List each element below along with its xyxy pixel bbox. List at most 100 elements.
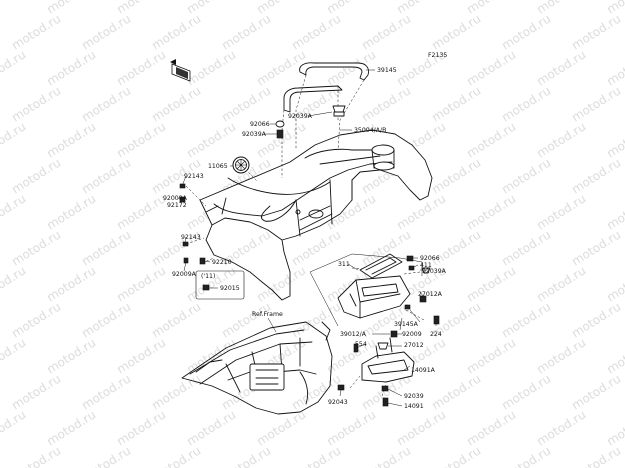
- ref-frame-label: Ref.Frame: [252, 311, 283, 318]
- watermark-text: motod.ru: [429, 83, 483, 124]
- watermark-text: motod.ru: [184, 407, 238, 448]
- watermark-text: motod.ru: [114, 407, 168, 448]
- label-92066-right: 92066: [420, 255, 440, 262]
- watermark-text: motod.ru: [464, 47, 518, 88]
- watermark-text: motod.ru: [79, 11, 133, 52]
- label-92143-top: 92143: [184, 173, 204, 180]
- watermark-text: motod.ru: [219, 83, 273, 124]
- label-27012: 27012: [404, 342, 424, 349]
- label-92009: 92009: [402, 331, 422, 338]
- watermark-text: motod.ru: [0, 263, 28, 304]
- watermark-text: motod.ru: [9, 11, 63, 52]
- watermark-text: motod.ru: [604, 263, 625, 304]
- watermark-text: motod.ru: [464, 407, 518, 448]
- watermark-text: motod.ru: [114, 263, 168, 304]
- watermark-text: motod.ru: [569, 227, 623, 268]
- watermark-text: motod.ru: [534, 263, 588, 304]
- label-92039a-top: 92039A: [288, 113, 313, 120]
- part-labels: 39145 92066 92039A 92039A 35004/A/B 1106…: [163, 67, 447, 410]
- watermark-text: motod.ru: [44, 191, 98, 232]
- label-92009a-bot: 92009A: [172, 271, 197, 278]
- lower-bracket: [361, 337, 415, 383]
- label-39145: 39145: [377, 67, 397, 74]
- watermark-text: motod.ru: [0, 119, 28, 160]
- watermark-text: motod.ru: [604, 335, 625, 376]
- label-92039: 92039: [404, 393, 424, 400]
- label-39012: 39012/A: [340, 331, 367, 338]
- watermark-text: motod.ru: [534, 119, 588, 160]
- watermark-text: motod.ru: [149, 11, 203, 52]
- watermark-text: motod.ru: [534, 335, 588, 376]
- front-direction-icon: [170, 59, 191, 82]
- watermark-text: motod.ru: [9, 443, 63, 468]
- label-92009a-top: 92009A: [163, 195, 188, 202]
- ref-frame-leader: [267, 317, 277, 333]
- watermark-text: motod.ru: [184, 335, 238, 376]
- watermark-text: motod.ru: [604, 119, 625, 160]
- watermark-text: motod.ru: [429, 155, 483, 196]
- watermark-text: motod.ru: [604, 47, 625, 88]
- watermark-text: motod.ru: [149, 299, 203, 340]
- diagram-code: F2135: [428, 52, 447, 59]
- watermark-text: motod.ru: [534, 407, 588, 448]
- label-411: 411: [420, 262, 432, 269]
- watermark-text: motod.ru: [114, 47, 168, 88]
- reference-frame: [181, 321, 333, 415]
- label-92043: 92043: [328, 399, 348, 406]
- watermark-text: motod.ru: [9, 371, 63, 412]
- watermark-text: motod.ru: [44, 263, 98, 304]
- leader-lines: [177, 69, 437, 407]
- watermark-text: motod.ru: [569, 299, 623, 340]
- watermark-text: motod.ru: [499, 371, 553, 412]
- label-27012a: 27012A: [418, 291, 443, 298]
- watermark-text: motod.ru: [464, 119, 518, 160]
- callout-outline: [309, 253, 423, 331]
- label-11065: 11065: [208, 163, 228, 170]
- rear-handle-rail: [283, 62, 369, 113]
- watermark-text: motod.ru: [534, 191, 588, 232]
- watermark-text: motod.ru: [569, 83, 623, 124]
- watermark-text: motod.ru: [499, 11, 553, 52]
- watermark-text: motod.ru: [604, 191, 625, 232]
- watermark-text: motod.ru: [569, 371, 623, 412]
- watermark-text: motod.ru: [79, 83, 133, 124]
- watermark-text: motod.ru: [0, 335, 28, 376]
- watermark-text: motod.ru: [219, 11, 273, 52]
- label-92172: 92172: [167, 202, 187, 209]
- watermark-text: motod.ru: [289, 11, 343, 52]
- label-224: 224: [430, 331, 442, 338]
- watermark-text: motod.ru: [289, 443, 343, 468]
- label-14091a: 14091A: [411, 367, 436, 374]
- watermark-text: motod.ru: [9, 83, 63, 124]
- watermark-text: motod.ru: [604, 407, 625, 448]
- watermark-text: motod.ru: [359, 443, 413, 468]
- watermark-text: motod.ru: [569, 11, 623, 52]
- watermark-text: motod.ru: [114, 119, 168, 160]
- watermark-text: motod.ru: [499, 83, 553, 124]
- watermark-text: motod.ru: [534, 47, 588, 88]
- watermark-text: motod.ru: [44, 47, 98, 88]
- label-92039a-right: 92039A: [422, 268, 447, 275]
- watermark-text: motod.ru: [79, 371, 133, 412]
- watermark-text: motod.ru: [149, 83, 203, 124]
- watermark-text: motod.ru: [149, 443, 203, 468]
- watermark-text: motod.ru: [9, 155, 63, 196]
- label-92210: 92210: [212, 259, 232, 266]
- watermark-text: motod.ru: [219, 443, 273, 468]
- watermark-text: motod.ru: [394, 407, 448, 448]
- label-35004: 35004/A/B: [354, 127, 386, 134]
- watermark-text: motod.ru: [219, 299, 273, 340]
- label-92143-bot: 92143: [181, 234, 201, 241]
- watermark-text: motod.ru: [289, 371, 343, 412]
- watermark-text: motod.ru: [0, 0, 28, 17]
- watermark-text: motod.ru: [114, 191, 168, 232]
- watermark-text: motod.ru: [359, 83, 413, 124]
- watermark-text: motod.ru: [0, 47, 28, 88]
- watermark-text: motod.ru: [499, 443, 553, 468]
- watermark-text: motod.ru: [324, 47, 378, 88]
- watermark-text: motod.ru: [429, 371, 483, 412]
- watermark-text: motod.ru: [429, 11, 483, 52]
- grommet-icon: [232, 156, 250, 174]
- label-14091: 14091: [404, 403, 424, 410]
- watermark-text: motod.ru: [114, 335, 168, 376]
